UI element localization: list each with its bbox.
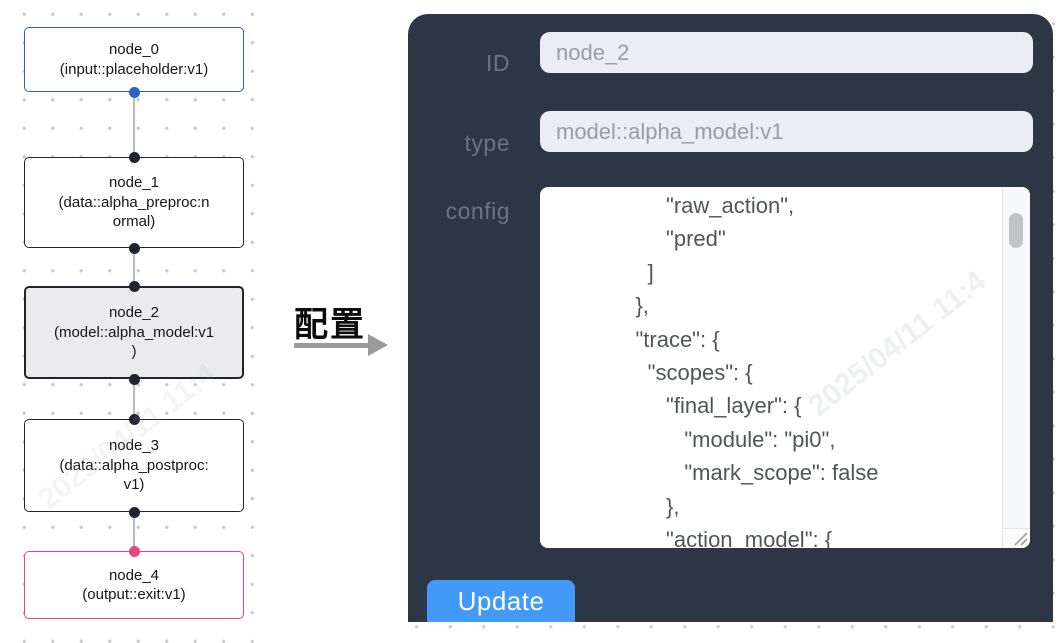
flow-node-node_3[interactable]: node_3(data::alpha_postproc:v1) (24, 419, 244, 512)
transition-zone: 配置 (272, 0, 395, 643)
bottom-port-handle[interactable] (128, 86, 140, 98)
type-input[interactable] (540, 111, 1033, 152)
bottom-port-handle[interactable] (128, 373, 140, 385)
edge-connector (133, 92, 135, 157)
node-label-line: (model::alpha_model:v1 (53, 323, 215, 341)
update-button[interactable]: Update (427, 580, 575, 622)
node-label-line: (input::placeholder:v1) (59, 60, 209, 78)
top-port-handle[interactable] (128, 545, 140, 557)
config-panel: ID type config "raw_action", "pred" ] },… (408, 14, 1053, 622)
top-port-handle[interactable] (128, 151, 140, 163)
id-field-label: ID (486, 50, 510, 76)
edge-connector (133, 379, 135, 419)
scrollbar-thumb[interactable] (1009, 213, 1023, 248)
node-label-line: (output::exit:v1) (82, 586, 186, 603)
config-field-label: config (445, 198, 510, 224)
node-label-line: node_3 (108, 437, 160, 455)
node-label-line: (data::alpha_preproc:n (58, 193, 210, 211)
transition-label: 配置 (294, 306, 366, 344)
node-label-line: ) (131, 343, 137, 361)
flow-canvas[interactable]: node_0(input::placeholder:v1)node_1(data… (0, 0, 272, 643)
id-input[interactable] (540, 32, 1033, 73)
bottom-port-handle[interactable] (128, 242, 140, 254)
flow-node-node_4[interactable]: node_4(output::exit:v1) (24, 551, 244, 619)
node-label-line: ormal) (112, 213, 156, 231)
edge-connector (133, 512, 135, 551)
bottom-port-handle[interactable] (128, 506, 140, 518)
node-label-line: v1) (123, 476, 145, 494)
node-label-line: (data::alpha_postproc: (59, 456, 209, 474)
node-label-line: node_2 (108, 304, 160, 322)
flow-node-node_0[interactable]: node_0(input::placeholder:v1) (24, 27, 244, 92)
node-label-line: node_1 (108, 174, 160, 192)
top-port-handle[interactable] (128, 280, 140, 292)
edge-connector (133, 248, 135, 286)
right-canvas: ID type config "raw_action", "pred" ] },… (395, 0, 1062, 643)
node-label-line: node_0 (108, 41, 160, 58)
arrow-right-icon (294, 334, 390, 356)
type-field-label: type (464, 130, 510, 156)
config-scrollbar[interactable] (1002, 187, 1030, 528)
config-json-text[interactable]: "raw_action", "pred" ] }, "trace": { "sc… (635, 193, 879, 548)
config-textarea[interactable]: "raw_action", "pred" ] }, "trace": { "sc… (540, 187, 1030, 548)
top-port-handle[interactable] (128, 413, 140, 425)
resize-handle-icon[interactable] (1002, 528, 1030, 548)
flow-node-node_2[interactable]: node_2(model::alpha_model:v1) (24, 286, 244, 379)
node-label-line: node_4 (108, 566, 160, 584)
